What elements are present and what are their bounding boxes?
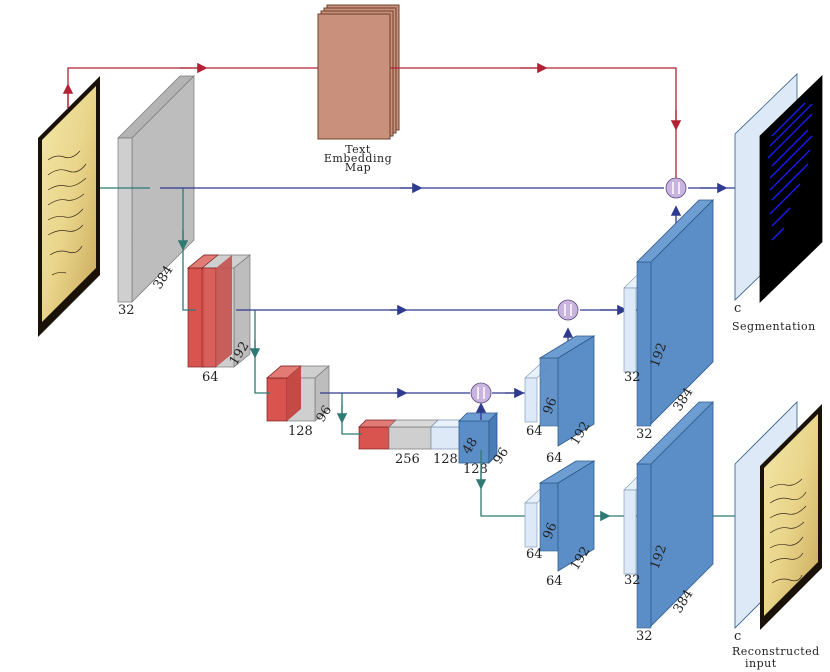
text-path-red xyxy=(62,62,682,178)
seg-dec3-inner-label: 96 xyxy=(541,396,561,417)
bottleneck-a-label: 256 xyxy=(395,452,420,467)
segmentation-label: Segmentation xyxy=(732,320,816,333)
embedding-label-line1: Text xyxy=(345,143,371,156)
rec-decoder-block-2 xyxy=(623,401,714,629)
bottleneck-b-label: 128 xyxy=(433,452,458,467)
encoder3-size-label: 96 xyxy=(314,403,335,425)
seg-decoder-block-2 xyxy=(623,199,714,427)
seg-out-label: c xyxy=(734,301,741,316)
reconstructed-output-image xyxy=(734,401,822,630)
segmentation-output-map xyxy=(734,73,823,303)
text-embedding-map xyxy=(317,4,400,140)
concat-node-1 xyxy=(665,177,687,199)
seg-dec3-depth-label: 64 xyxy=(526,424,543,439)
bottleneck-e-label: 96 xyxy=(491,445,512,467)
rec-decoder-block-3 xyxy=(524,460,596,572)
embedding-label-line2: Embedding xyxy=(324,152,392,165)
encoder1-depth-label: 32 xyxy=(118,303,135,318)
rec-dec2-bottom-label: 32 xyxy=(636,629,653,644)
seg-dec2-bottom-label: 32 xyxy=(636,427,653,442)
rec-dec3-inner-label: 96 xyxy=(541,521,561,542)
encoder-block-2 xyxy=(187,254,251,368)
bottleneck-block xyxy=(358,412,498,464)
bottleneck-d-label: 48 xyxy=(460,435,481,457)
reconstructed-label-line2: input xyxy=(745,657,777,670)
concat-node-3 xyxy=(470,382,492,404)
rec-out-label: c xyxy=(734,629,741,644)
reconstructed-label-line1: Reconstructed xyxy=(732,645,820,658)
concat-node-2 xyxy=(557,299,579,321)
encoder3-depth-label: 128 xyxy=(288,424,313,439)
skip-connections-blue xyxy=(160,182,735,420)
bottleneck-c-label: 128 xyxy=(463,462,488,477)
rec-dec2-depth-label: 32 xyxy=(624,573,641,588)
rec-dec3-bottom-label: 64 xyxy=(546,574,563,589)
seg-dec3-bottom-label: 64 xyxy=(546,451,563,466)
seg-dec2-depth-label: 32 xyxy=(624,370,641,385)
encoder-block-3 xyxy=(266,365,330,422)
rec-dec3-depth-label: 64 xyxy=(526,547,543,562)
embedding-label-line3: Map xyxy=(345,161,371,174)
encoder2-depth-label: 64 xyxy=(202,370,219,385)
input-document-image xyxy=(38,76,100,337)
seg-decoder-block-3 xyxy=(524,335,596,447)
